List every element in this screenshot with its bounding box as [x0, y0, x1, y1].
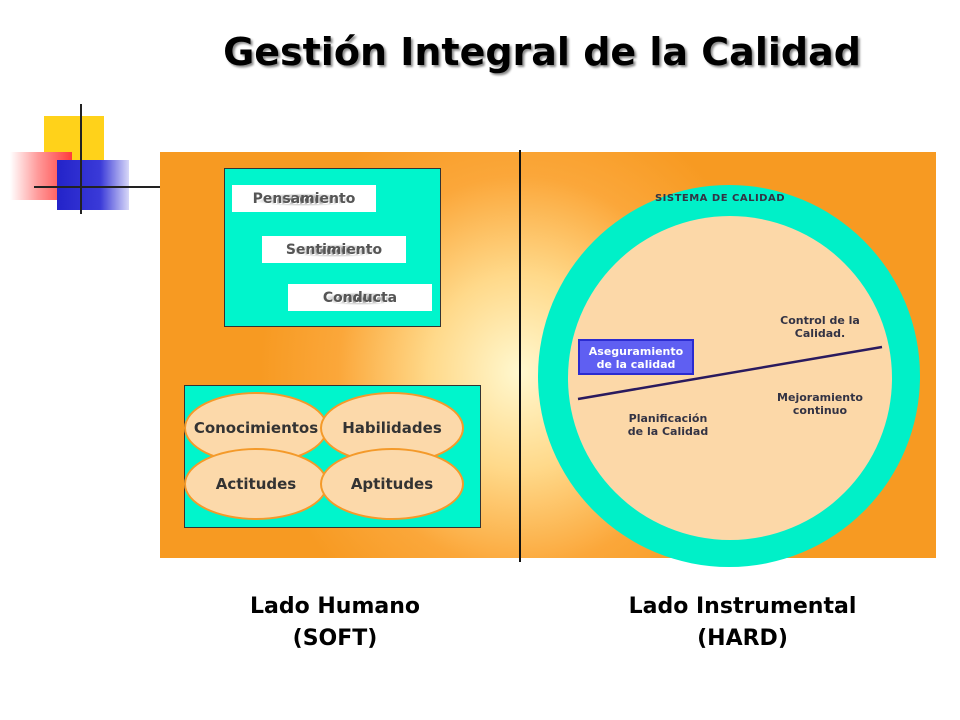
bar-pensamiento-label: Pensamiento [246, 190, 362, 207]
bar-pensamiento: Pensamiento [232, 185, 376, 212]
aseguramiento-box: Aseguramiento de la calidad [578, 339, 694, 375]
quality-system-label: SISTEMA DE CALIDAD [654, 193, 786, 204]
quality-system-inner-circle [568, 216, 892, 540]
decorative-vertical-line [80, 104, 82, 214]
divider-line [577, 345, 883, 401]
oval-actitudes: Actitudes [184, 448, 328, 520]
decorative-blue-square [57, 160, 129, 210]
bar-sentimiento-label: Sentimiento [279, 241, 389, 258]
oval-aptitudes: Aptitudes [320, 448, 464, 520]
soft-side-label: Lado Humano (SOFT) [249, 594, 420, 651]
page-title: Gestión Integral de la Calidad [223, 30, 861, 74]
hard-side-label: Lado Instrumental (HARD) [628, 594, 857, 651]
control-calidad-label: Control de la Calidad. [780, 314, 860, 340]
panel-divider [519, 150, 521, 562]
planificacion-label: Planificación de la Calidad [627, 412, 709, 438]
bar-conducta: Conducta [288, 284, 432, 311]
bar-conducta-label: Conducta [316, 289, 404, 306]
mejoramiento-label: Mejoramiento continuo [777, 391, 863, 417]
decorative-horizontal-line [34, 186, 160, 188]
bar-sentimiento: Sentimiento [262, 236, 406, 263]
